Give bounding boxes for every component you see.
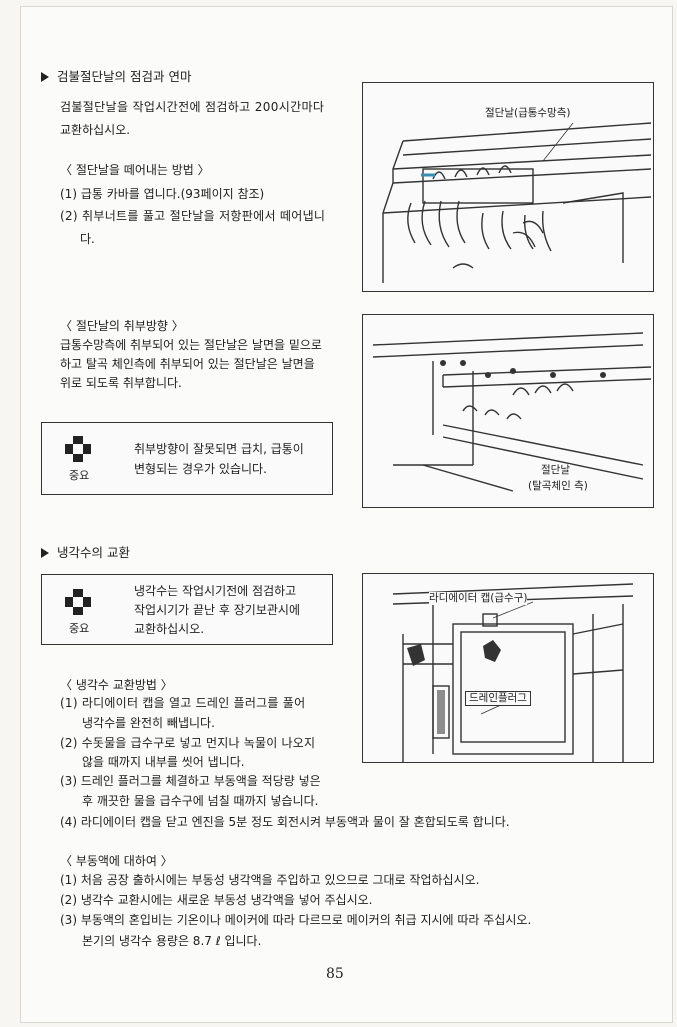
section-heading-blade: 검불절단날의 점검과 연마 [57, 69, 192, 84]
mount-title: 〈 절단날의 취부방향 〉 [60, 319, 184, 333]
antifreeze-step: (3) 부동액의 혼입비는 기온이나 메이커에 따라 다르므로 메이커의 취급 … [60, 913, 532, 927]
exchange-step: (2) 수돗물을 급수구로 넣고 먼지나 녹물이 나오지 [60, 736, 316, 750]
exchange-step: 않을 때까지 내부를 씻어 냅니다. [82, 755, 245, 769]
figure-label-blade-chain-side: 절단날 [541, 464, 570, 477]
intro-line: 검불절단날을 작업시간전에 점검하고 200시간마다 [60, 100, 325, 114]
exchange-step: (1) 라디에이터 캡을 열고 드레인 플러그를 풀어 [60, 696, 306, 710]
important-note-box: 중요 취부방향이 잘못되면 급치, 급통이 변형되는 경우가 있습니다. [41, 422, 333, 495]
note-text: 교환하십시오. [134, 622, 205, 636]
bullet-triangle-icon [41, 72, 49, 82]
figure-label-blade-chain-side: (탈곡체인 측) [528, 480, 588, 493]
antifreeze-step: 본기의 냉각수 용량은 8.7 ℓ 입니다. [82, 934, 262, 948]
antifreeze-step: (1) 처음 공장 출하시에는 부동성 냉각액을 주입하고 있으므로 그대로 작… [60, 873, 480, 887]
removal-step: 다. [80, 232, 95, 246]
section-heading-coolant: 냉각수의 교환 [57, 545, 130, 560]
antifreeze-title: 〈 부동액에 대하여 〉 [60, 854, 173, 868]
important-label: 중요 [69, 622, 90, 635]
figure-label-drain-plug: 드레인플러그 [465, 691, 531, 706]
figure-illustration [372, 332, 652, 492]
important-note-box: 중요 냉각수는 작업시기전에 점검하고 작업시기가 끝난 후 장기보관시에 교환… [41, 574, 333, 645]
important-label: 중요 [69, 469, 90, 482]
mount-text: 급통수망측에 취부되어 있는 절단날은 날면을 밑으로 [60, 338, 322, 352]
exchange-title: 〈 냉각수 교환방법 〉 [60, 678, 173, 692]
note-text: 냉각수는 작업시기전에 점검하고 [134, 584, 297, 598]
exchange-step: (4) 라디에이터 캡을 닫고 엔진을 5분 정도 회전시켜 부동액과 물이 잘… [60, 815, 510, 829]
bullet-triangle-icon [41, 548, 49, 558]
removal-step: (1) 급통 카바를 엽니다.(93페이지 참조) [60, 187, 265, 201]
figure-cutting-blade-chain: 절단날 (탈곡체인 측) [362, 314, 654, 508]
figure-cutting-blade-feed: 절단날(급통수망측) [362, 82, 654, 292]
figure-label-blade-feed-side: 절단날(급통수망측) [485, 107, 571, 120]
antifreeze-step: (2) 냉각수 교환시에는 새로운 부동성 냉각액을 넣어 주십시오. [60, 893, 373, 907]
removal-title: 〈 절단날을 떼어내는 방법 〉 [60, 163, 210, 177]
important-cross-icon [65, 436, 91, 462]
exchange-step: 냉각수를 완전히 빼냅니다. [82, 716, 215, 730]
note-text: 작업시기가 끝난 후 장기보관시에 [134, 603, 301, 617]
mount-text: 하고 탈곡 체인측에 취부되어 있는 절단날은 날면을 [60, 357, 315, 371]
figure-radiator: 라디에이터 캡(급수구) 드레인플러그 [362, 573, 654, 763]
removal-step: (2) 취부너트를 풀고 절단날을 저항판에서 떼어냅니 [60, 209, 326, 223]
note-text: 취부방향이 잘못되면 급치, 급통이 [134, 442, 304, 456]
note-text: 변형되는 경우가 있습니다. [134, 462, 267, 476]
mount-text: 위로 되도록 취부합니다. [60, 376, 182, 390]
intro-line: 교환하십시오. [60, 123, 131, 137]
page-number: 85 [326, 966, 344, 982]
important-cross-icon [65, 589, 91, 615]
exchange-step: 후 깨끗한 물을 급수구에 넘칠 때까지 넣습니다. [82, 794, 319, 808]
figure-label-radiator-cap: 라디에이터 캡(급수구) [429, 592, 528, 605]
exchange-step: (3) 드레인 플러그를 체결하고 부동액을 적당량 넣은 [60, 774, 321, 788]
figure-illustration [382, 122, 652, 283]
